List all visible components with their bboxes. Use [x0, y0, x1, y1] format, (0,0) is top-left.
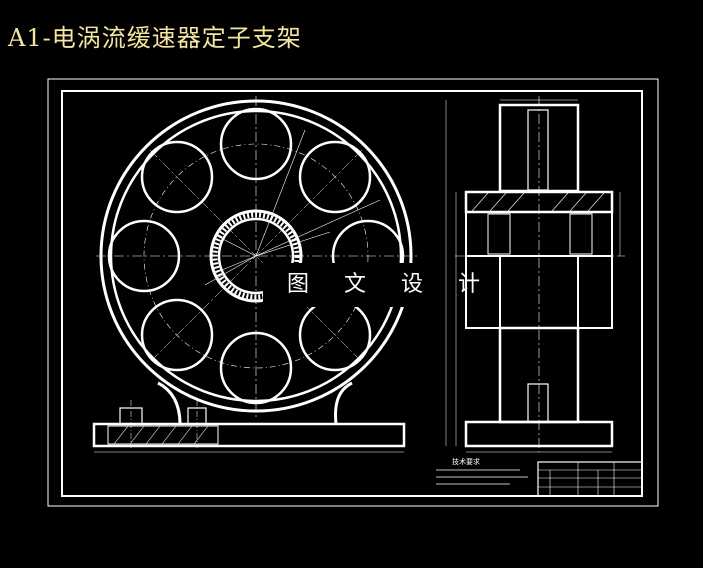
- dim-leader: [204, 255, 257, 286]
- coil-hole: [140, 298, 214, 372]
- base-hatch: [113, 425, 129, 445]
- base-hatch: [161, 425, 177, 445]
- top-shaft-bore: [527, 109, 549, 191]
- flange-hatch: [587, 192, 605, 212]
- ring-inner-right: [569, 213, 593, 255]
- lower-shaft-bore: [527, 383, 549, 423]
- inner-border: [61, 90, 643, 497]
- title-block: [537, 461, 643, 497]
- dim-leader: [255, 231, 331, 257]
- flange-hatch: [551, 192, 569, 212]
- dim-leader: [214, 234, 257, 257]
- base-hatch: [129, 425, 145, 445]
- coil-hole: [298, 140, 372, 214]
- flange-hatch: [507, 192, 525, 212]
- support-leg-left: [157, 381, 182, 425]
- drawing-title: A1-电涡流缓速器定子支架: [8, 24, 302, 52]
- outer-border: [47, 78, 659, 507]
- ring-inner-left: [487, 213, 511, 255]
- flange-hatch: [471, 192, 489, 212]
- watermark-label: 图 文 设 计: [263, 263, 480, 307]
- notes-heading: 技术要求: [452, 457, 480, 466]
- base-plate: [92, 422, 406, 448]
- dim-leader: [255, 199, 381, 257]
- side-view: [445, 96, 625, 453]
- support-leg-right: [334, 381, 353, 425]
- dim-leader: [221, 255, 257, 271]
- dim-leader: [255, 129, 306, 257]
- flange-hatch: [569, 192, 587, 212]
- tech-notes: [436, 469, 528, 485]
- flange-hatch: [489, 192, 507, 212]
- coil-hole: [140, 140, 214, 214]
- base-hatch: [193, 425, 209, 445]
- base-section: [107, 425, 219, 445]
- base-hatch: [177, 425, 193, 445]
- base-hatch: [145, 425, 161, 445]
